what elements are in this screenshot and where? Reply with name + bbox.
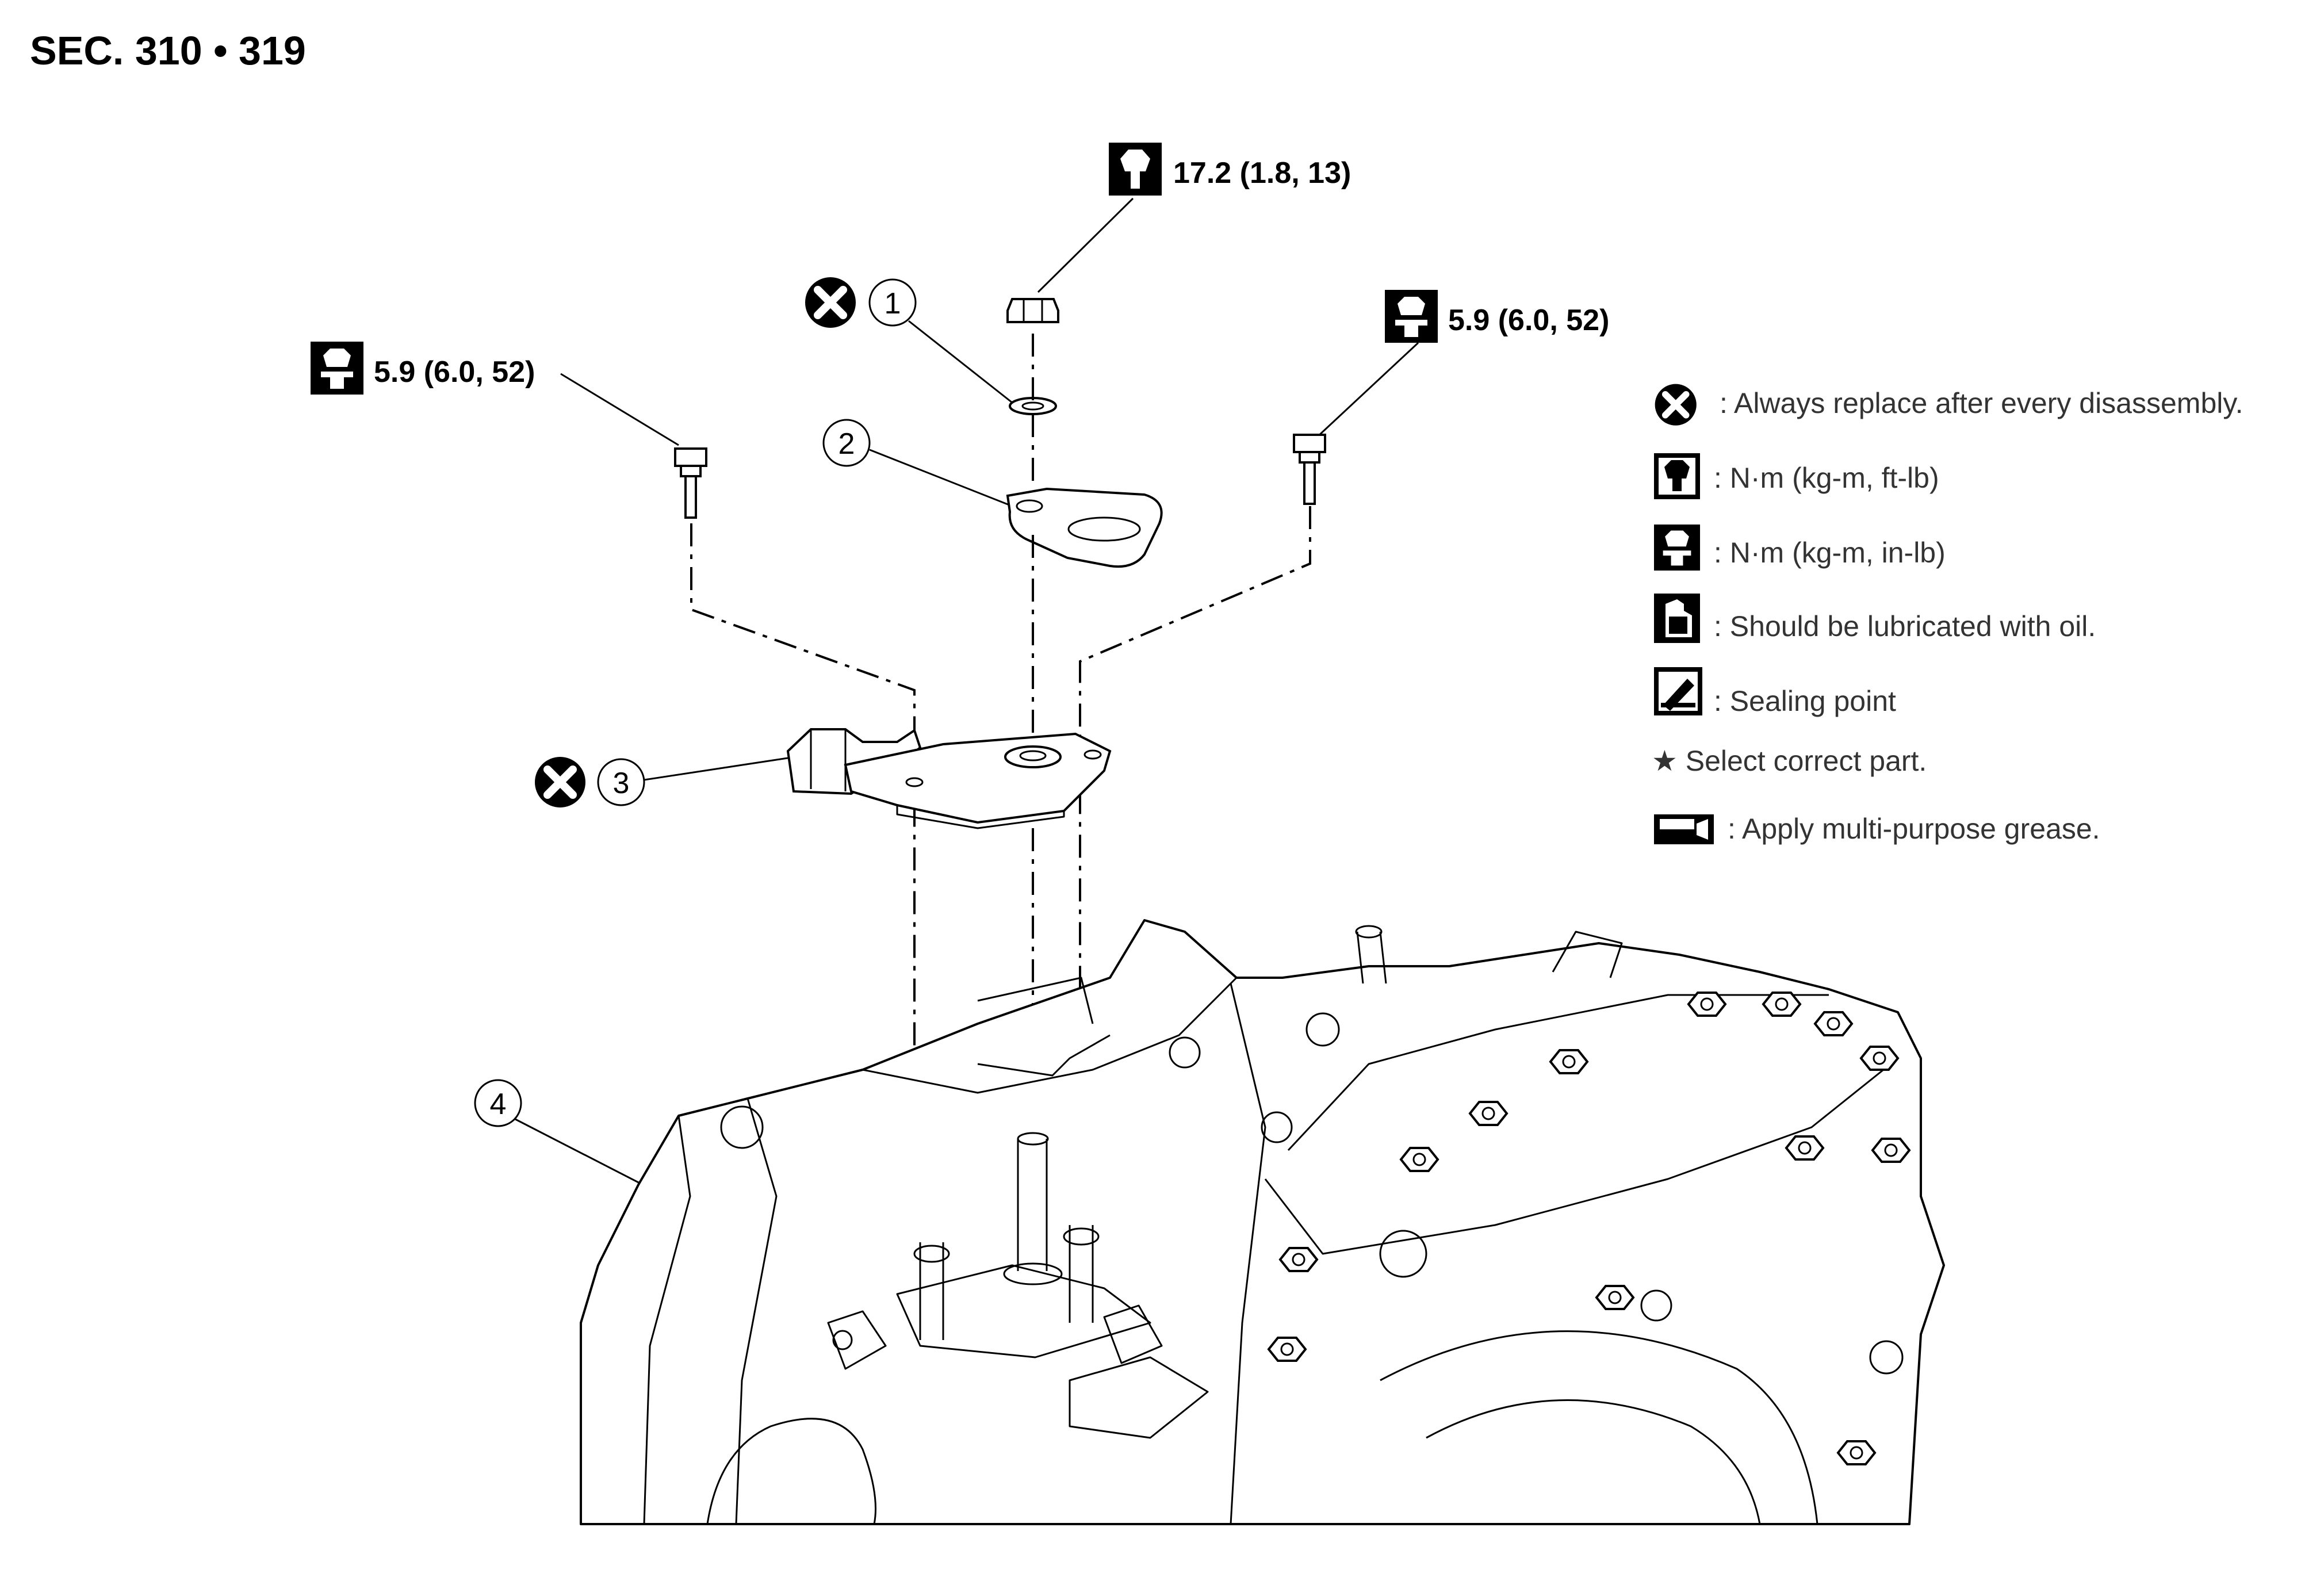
- oil-can-icon: [1654, 594, 1700, 643]
- lock-washer: [1009, 397, 1057, 415]
- nut: [1006, 298, 1059, 323]
- park-neutral-position-switch: [786, 728, 1112, 829]
- callout-1-number: 1: [885, 287, 901, 320]
- hex-bolt-icon: [1859, 1046, 1900, 1071]
- legend-torque-ftlb: : N·m (kg-m, ft-lb): [1714, 462, 1939, 494]
- callout-1-circle: [868, 278, 917, 327]
- legend-grease: : Apply multi-purpose grease.: [1728, 813, 2100, 845]
- torque-wrench-icon: [1109, 143, 1162, 196]
- case-flange-bolts: [1267, 992, 1911, 1465]
- hex-bolt-icon: [1549, 1049, 1589, 1074]
- transaxle-assembly: [580, 919, 1945, 1525]
- always-replace-icon: [535, 757, 585, 807]
- right-bolt-torque-value: 5.9 (6.0, 52): [1448, 304, 1609, 337]
- legend-torque-inlb: : N·m (kg-m, in-lb): [1714, 537, 1946, 569]
- hex-bolt-icon: [1687, 992, 1727, 1017]
- callout-2-circle: [822, 419, 871, 467]
- left-bolt-torque-label: 5.9 (6.0, 52): [311, 342, 535, 395]
- hex-bolt-icon: [1595, 1285, 1635, 1310]
- callout-3-number: 3: [613, 767, 630, 800]
- hex-bolt-icon: [1267, 1337, 1307, 1362]
- left-bolt: [674, 447, 707, 519]
- hex-bolt-icon: [1762, 992, 1802, 1017]
- legend: : Always replace after every disassembly…: [1652, 384, 2243, 845]
- legend-select-part: ★ Select correct part.: [1652, 745, 1927, 777]
- left-bolt-torque-value: 5.9 (6.0, 52): [374, 355, 535, 389]
- always-replace-icon: [1655, 384, 1697, 426]
- legend-lubricate: : Should be lubricated with oil.: [1714, 610, 2096, 642]
- hex-bolt-icon: [1871, 1138, 1911, 1163]
- callout-4-number: 4: [490, 1088, 507, 1121]
- torque-wrench-icon: [1654, 453, 1700, 499]
- nut-torque-value: 17.2 (1.8, 13): [1173, 156, 1351, 190]
- nut-torque-label: 17.2 (1.8, 13): [1109, 143, 1351, 196]
- hex-bolt-icon: [1278, 1247, 1319, 1272]
- grease-icon: [1654, 814, 1714, 844]
- torque-wrench-inlb-icon: [311, 342, 363, 395]
- manual-plate: [1006, 487, 1163, 568]
- hex-bolt-icon: [1813, 1011, 1854, 1036]
- sealing-point-icon: [1654, 667, 1702, 715]
- torque-wrench-inlb-icon: [1654, 525, 1701, 571]
- right-bolt-torque-label: 5.9 (6.0, 52): [1385, 290, 1609, 343]
- callout-3-circle: [597, 758, 645, 806]
- legend-sealing: : Sealing point: [1714, 685, 1896, 717]
- callout-2-number: 2: [839, 427, 855, 461]
- hex-bolt-icon: [1399, 1147, 1439, 1172]
- section-reference: SEC. 310 • 319: [30, 28, 306, 73]
- legend-always-replace: : Always replace after every disassembly…: [1720, 387, 2243, 419]
- torque-wrench-inlb-icon: [1385, 290, 1438, 343]
- hex-bolt-icon: [1468, 1101, 1509, 1126]
- right-bolt: [1293, 434, 1326, 505]
- hex-bolt-icon: [1785, 1135, 1825, 1161]
- callout-4-circle: [474, 1079, 522, 1127]
- always-replace-icon: [805, 277, 856, 328]
- hex-bolt-icon: [1836, 1440, 1877, 1465]
